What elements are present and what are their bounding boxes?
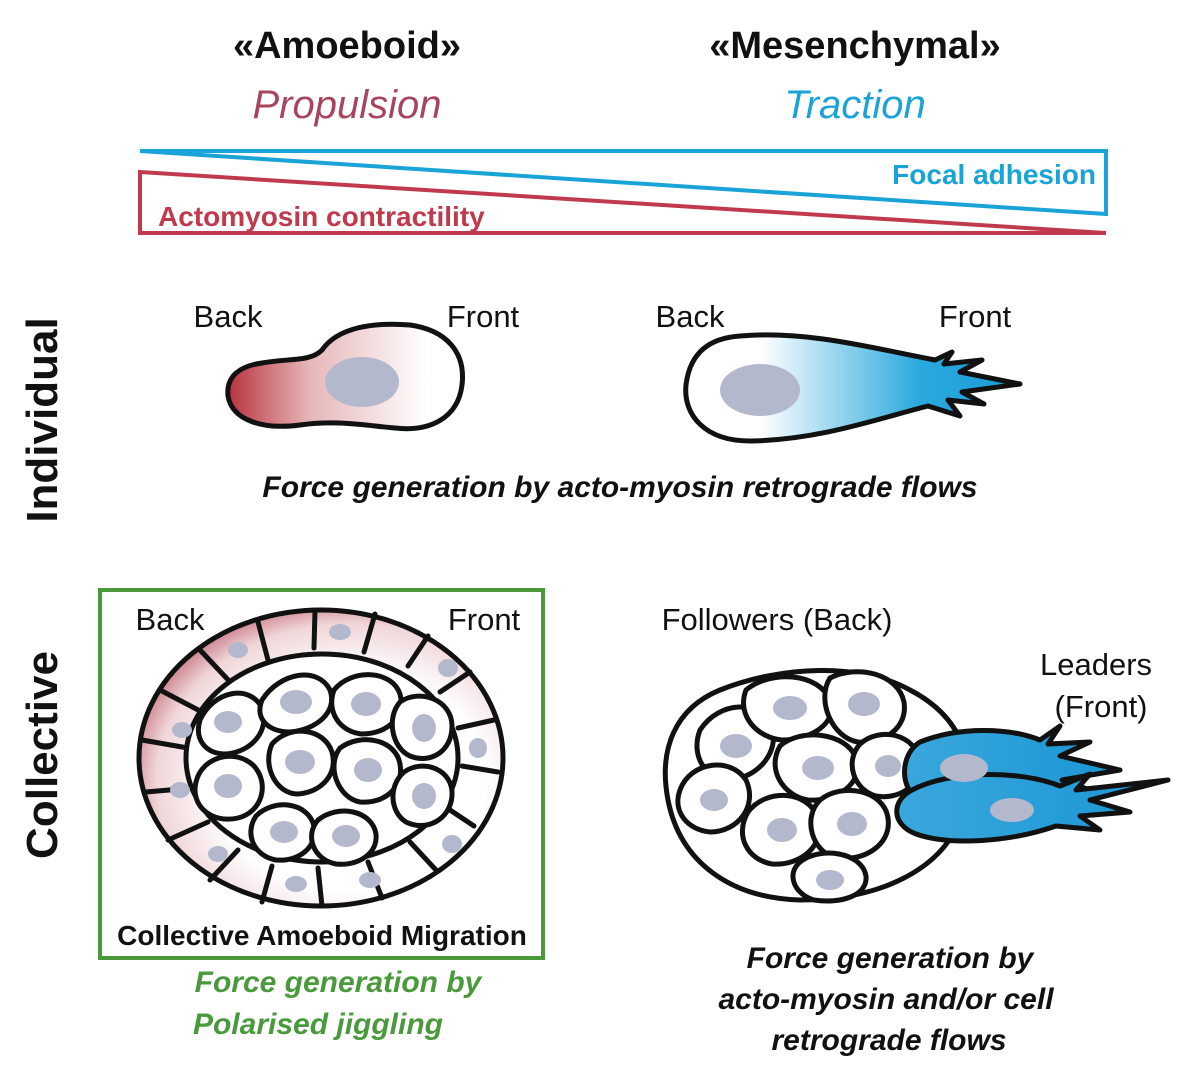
collective-amoeboid-back-label: Back (136, 602, 205, 637)
actomyosin-wedge (138, 169, 1107, 235)
leaders-label-line1: Leaders (1040, 647, 1152, 682)
amoeboid-cell-cluster (136, 607, 506, 909)
focal-adhesion-label: Focal adhesion (892, 159, 1096, 190)
collective-row-label: Collective (18, 651, 67, 859)
actomyosin-label: Actomyosin contractility (158, 201, 485, 232)
individual-row-label: Individual (18, 317, 67, 522)
followers-label: Followers (Back) (662, 602, 893, 637)
individual-force-caption: Force generation by acto-myosin retrogra… (262, 471, 977, 504)
amoeboid-force-caption-line2: Polarised jiggling (193, 1008, 443, 1041)
amoeboid-individual-cell (225, 321, 465, 432)
amoeboid-force-caption-line1: Force generation by (195, 966, 483, 999)
traction-label: Traction (784, 83, 926, 127)
mesenchymal-individual-cell (683, 332, 1023, 444)
collective-amoeboid-title: Collective Amoeboid Migration (117, 920, 527, 951)
mesenchymal-heading: «Mesenchymal» (709, 25, 1001, 67)
mesenchymal-cell-cluster (662, 667, 1171, 904)
leaders-label-line2: (Front) (1055, 689, 1148, 724)
focal-adhesion-wedge (139, 149, 1108, 217)
mesenchymal-force-caption-line3: retrograde flows (771, 1024, 1006, 1057)
amoeboid-front-label: Front (447, 299, 520, 334)
amoeboid-heading: «Amoeboid» (233, 25, 461, 67)
collective-amoeboid-box (98, 588, 545, 960)
mesenchymal-front-label: Front (939, 299, 1012, 334)
mesenchymal-force-caption-line1: Force generation by (747, 942, 1035, 975)
mesenchymal-back-label: Back (656, 299, 725, 334)
amoeboid-back-label: Back (194, 299, 263, 334)
propulsion-label: Propulsion (252, 83, 441, 127)
collective-amoeboid-front-label: Front (448, 602, 521, 637)
mesenchymal-force-caption-line2: acto-myosin and/or cell (718, 983, 1054, 1016)
